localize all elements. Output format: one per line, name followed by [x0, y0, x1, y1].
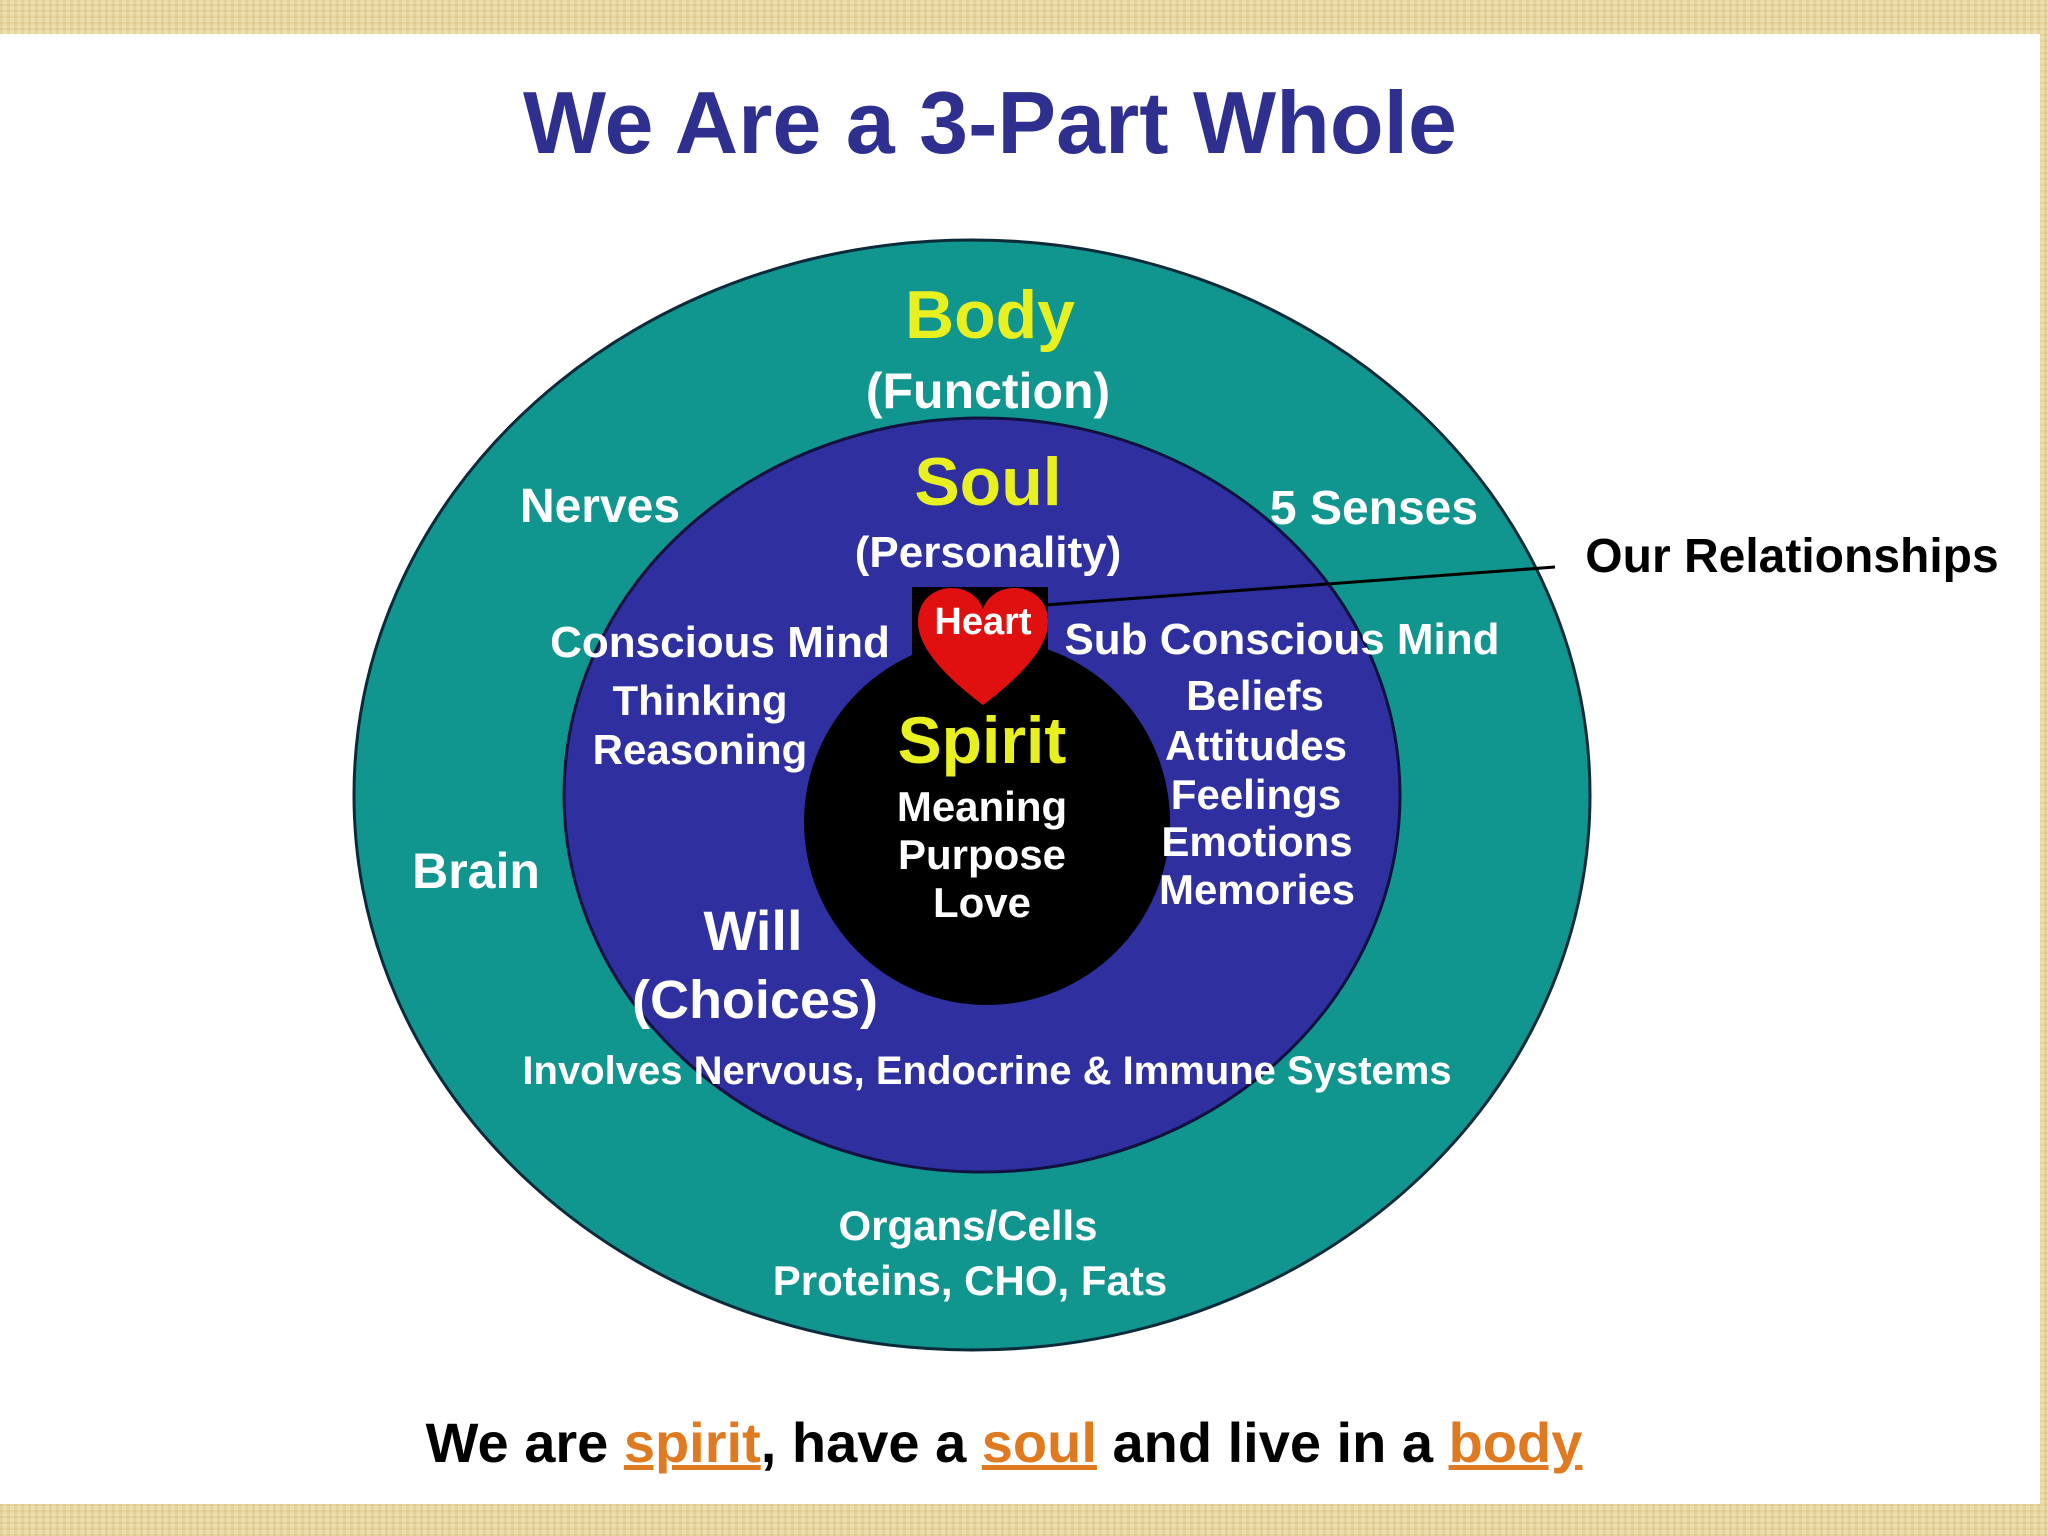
footer-text: and live in a	[1096, 1411, 1449, 1474]
footer-text: , have a	[760, 1411, 982, 1474]
heart-label: Heart	[934, 601, 1031, 643]
spirit-heading: Spirit	[898, 703, 1067, 777]
subconscious-item: Emotions	[1161, 818, 1352, 865]
body-link: body	[1448, 1411, 1583, 1474]
proteins-label: Proteins, CHO, Fats	[773, 1257, 1167, 1304]
will-sub-label: (Choices)	[632, 970, 878, 1030]
page-title: We Are a 3-Part Whole	[522, 73, 1457, 172]
heart-icon	[918, 588, 1048, 705]
spirit-item: Love	[933, 879, 1031, 926]
spirit-item: Purpose	[898, 831, 1066, 878]
relationships-callout-label: Our Relationships	[1585, 530, 1998, 583]
body-subheading: (Function)	[866, 363, 1110, 419]
subconscious-item: Memories	[1159, 866, 1355, 913]
brain-label: Brain	[412, 843, 540, 899]
body-heading: Body	[905, 277, 1075, 353]
senses-label: 5 Senses	[1270, 482, 1478, 535]
spirit-link: spirit	[623, 1411, 761, 1474]
subconscious-item: Attitudes	[1165, 722, 1347, 769]
conscious-mind-label: Conscious Mind	[550, 618, 890, 667]
nerves-label: Nerves	[520, 480, 680, 533]
footer-caption: We are spirit, have a soul and live in a…	[0, 1410, 2048, 1475]
subconscious-mind-label: Sub Conscious Mind	[1064, 615, 1499, 664]
will-label: Will	[703, 899, 802, 962]
soul-subheading: (Personality)	[855, 528, 1122, 577]
systems-label: Involves Nervous, Endocrine & Immune Sys…	[522, 1049, 1451, 1093]
spirit-core	[804, 639, 1170, 1005]
soul-heading: Soul	[914, 444, 1061, 520]
conscious-item: Reasoning	[593, 726, 808, 773]
subconscious-item: Beliefs	[1186, 672, 1324, 719]
footer-text: We are	[425, 1411, 624, 1474]
conscious-item: Thinking	[613, 677, 788, 724]
subconscious-item: Feelings	[1171, 771, 1341, 818]
spirit-item: Meaning	[897, 783, 1067, 830]
organs-label: Organs/Cells	[838, 1202, 1097, 1249]
soul-link: soul	[981, 1411, 1097, 1474]
relationships-callout-line	[1044, 565, 1556, 607]
